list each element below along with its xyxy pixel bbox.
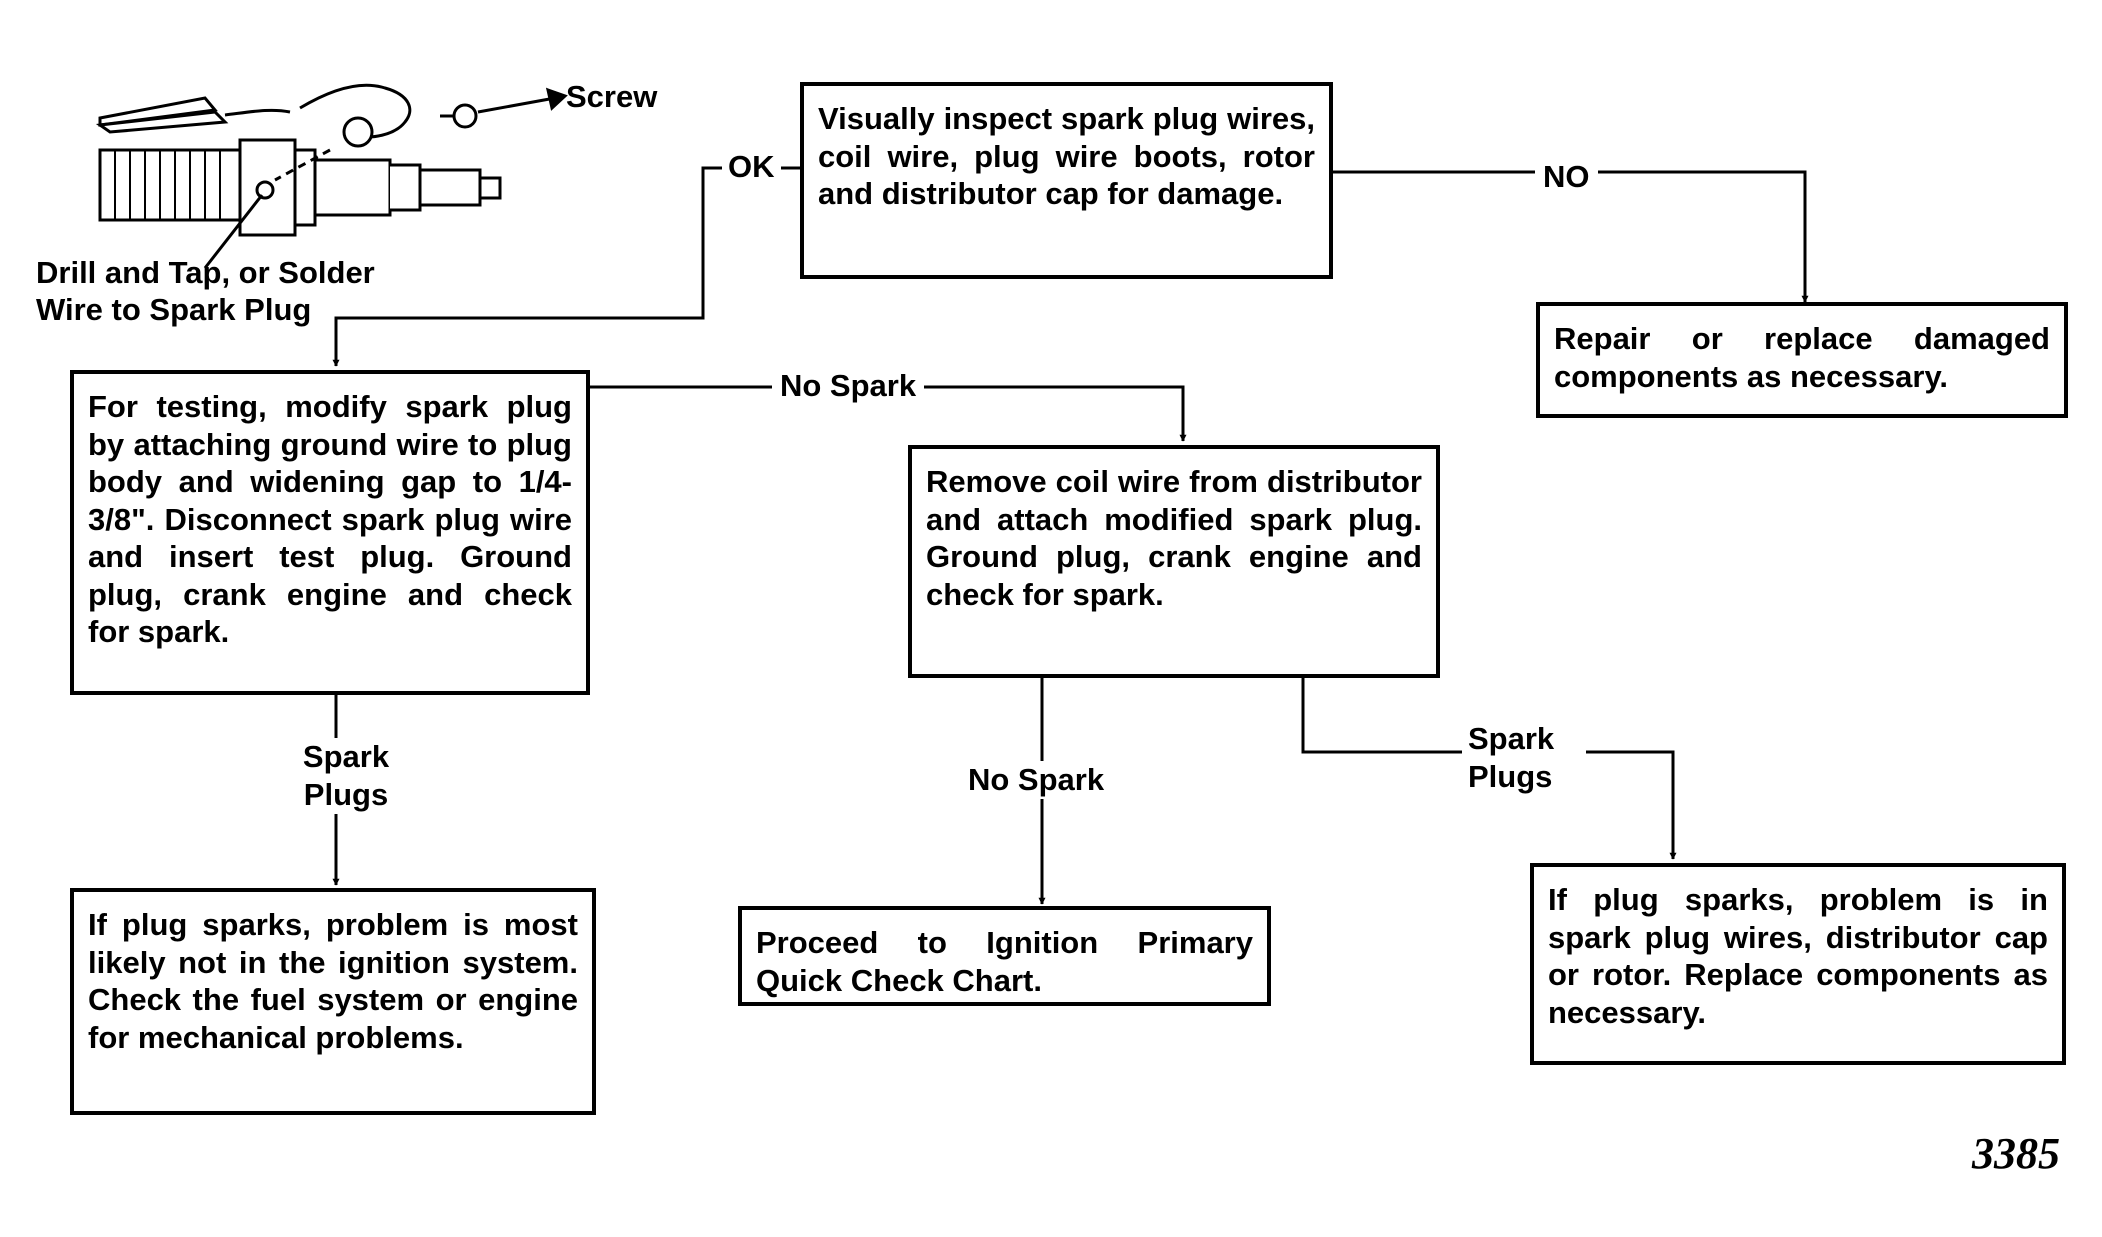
coil-wire-box: Remove coil wire from distributor and at… [908, 445, 1440, 678]
no-label: NO [1535, 158, 1598, 196]
not-ignition-box: If plug sparks, problem is most likely n… [70, 888, 596, 1115]
plug-sparks-box: If plug sparks, problem is in spark plug… [1530, 863, 2066, 1065]
spark-plugs-label-1: Spark Plugs [286, 738, 406, 814]
drill-tap-label: Drill and Tap, or Solder Wire to Spark P… [36, 255, 375, 327]
no-spark-label-1: No Spark [772, 367, 925, 405]
screw-icon [452, 103, 478, 129]
ok-label: OK [722, 148, 781, 186]
repair-box: Repair or replace damaged components as … [1536, 302, 2068, 418]
alligator-clip-icon [98, 96, 218, 127]
test-plug-box: For testing, modify spark plug by attach… [70, 370, 590, 695]
inspect-box: Visually inspect spark plug wires, coil … [800, 82, 1333, 279]
primary-chart-box: Proceed to Ignition Primary Quick Check … [738, 906, 1271, 1006]
no-connector [1333, 170, 1809, 303]
no-spark-label-2: No Spark [960, 761, 1113, 799]
spark-plugs-label-2: Spark Plugs [1462, 720, 1586, 796]
screw-label: Screw [566, 79, 658, 114]
spark-plug-illustration [95, 83, 568, 269]
page-number: 3385 [1972, 1129, 2060, 1178]
ring-terminal-icon [342, 116, 374, 148]
